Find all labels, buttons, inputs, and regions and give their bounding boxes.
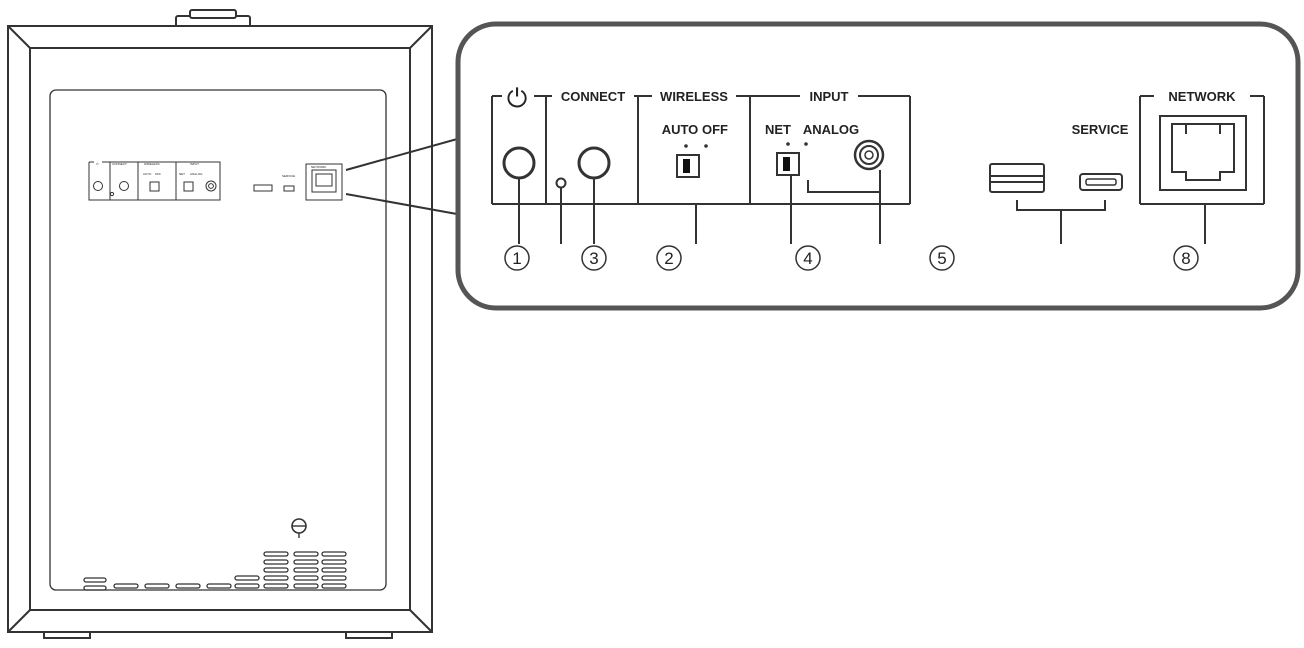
- analog-label: ANALOG: [803, 122, 859, 137]
- callout-leaders: [518, 170, 1206, 244]
- vent-grille: [83, 551, 347, 591]
- wireless-label: WIRELESS: [660, 89, 728, 104]
- mini-input-label: INPUT: [190, 162, 199, 166]
- mini-input-switch-icon: [183, 181, 194, 192]
- svg-text:8: 8: [1181, 249, 1190, 268]
- mini-power-button-icon: [93, 181, 103, 191]
- mini-network-label: NETWORK: [311, 165, 326, 169]
- top-tab-cap: [189, 9, 237, 19]
- input-label: INPUT: [810, 89, 849, 104]
- mini-usb-port-icon: [253, 184, 273, 192]
- device-rear-view: [7, 9, 469, 639]
- mini-off-label: OFF: [155, 172, 161, 176]
- mini-service-label: SERVICE: [282, 174, 295, 178]
- svg-text:4: 4: [803, 249, 812, 268]
- callout-1: 1: [504, 245, 530, 271]
- callout-8: 8: [1173, 245, 1199, 271]
- frame-bevel-bl: [7, 609, 31, 633]
- mini-left-bracket: [88, 161, 177, 201]
- mini-power-label: ⏻: [96, 162, 99, 166]
- frame-bevel-br: [409, 609, 433, 633]
- mini-net-label: NET: [179, 172, 185, 176]
- mini-analog-jack-icon: [205, 180, 217, 192]
- frame-bevel-tl: [7, 25, 31, 49]
- mini-indicator-icon: [109, 191, 115, 197]
- callout-4: 4: [795, 245, 821, 271]
- device-inner-frame: [29, 47, 411, 611]
- mini-labels: ⏻ CONNECT WIRELESS INPUT AUTO OFF NET AN…: [96, 162, 326, 178]
- off-label: OFF: [702, 122, 728, 137]
- callout-numbers: 1 3 2 4 5 8: [504, 245, 1199, 271]
- mini-network-port-icon: [311, 169, 337, 193]
- svg-text:2: 2: [664, 249, 673, 268]
- mini-analog-label: ANALOG: [190, 172, 203, 176]
- mini-connect-button-icon: [119, 181, 129, 191]
- network-label: NETWORK: [1168, 89, 1236, 104]
- service-label: SERVICE: [1072, 122, 1129, 137]
- svg-text:5: 5: [937, 249, 946, 268]
- usb-port-icon: [989, 163, 1045, 193]
- callout-labels: ⏻ CONNECT WIRELESS INPUT NETWORK AUTO OF…: [507, 83, 1236, 137]
- mini-network-frame: [305, 163, 343, 201]
- network-port-icon: [1159, 115, 1247, 191]
- power-symbol-label: ⏻: [507, 83, 528, 113]
- connect-label: CONNECT: [561, 89, 625, 104]
- mini-wireless-label: WIRELESS: [144, 162, 160, 166]
- mini-auto-label: AUTO: [143, 172, 152, 176]
- auto-label: AUTO: [662, 122, 699, 137]
- svg-text:3: 3: [589, 249, 598, 268]
- callout-5: 5: [929, 245, 955, 271]
- service-port-icon: [1079, 173, 1123, 191]
- mini-connector-panel: [88, 161, 343, 201]
- connect-indicator-icon: [555, 177, 567, 189]
- leader-line-top: [345, 135, 469, 171]
- foot-right: [345, 631, 393, 639]
- frame-bevel-tr: [409, 25, 433, 49]
- callout-3: 3: [581, 245, 607, 271]
- leader-line-bottom: [345, 193, 469, 217]
- callout-2: 2: [656, 245, 682, 271]
- mini-wireless-switch-icon: [149, 181, 160, 192]
- foot-left: [43, 631, 91, 639]
- callout-controls: [502, 115, 1247, 211]
- mini-service-port-icon: [283, 185, 295, 192]
- device-outer-frame: [7, 25, 433, 633]
- svg-text:1: 1: [512, 249, 521, 268]
- back-plate: [49, 89, 387, 591]
- callout-panel-lines: [491, 95, 1265, 205]
- mini-connect-label: CONNECT: [112, 162, 127, 166]
- analog-jack-icon: [853, 139, 885, 171]
- net-label: NET: [765, 122, 791, 137]
